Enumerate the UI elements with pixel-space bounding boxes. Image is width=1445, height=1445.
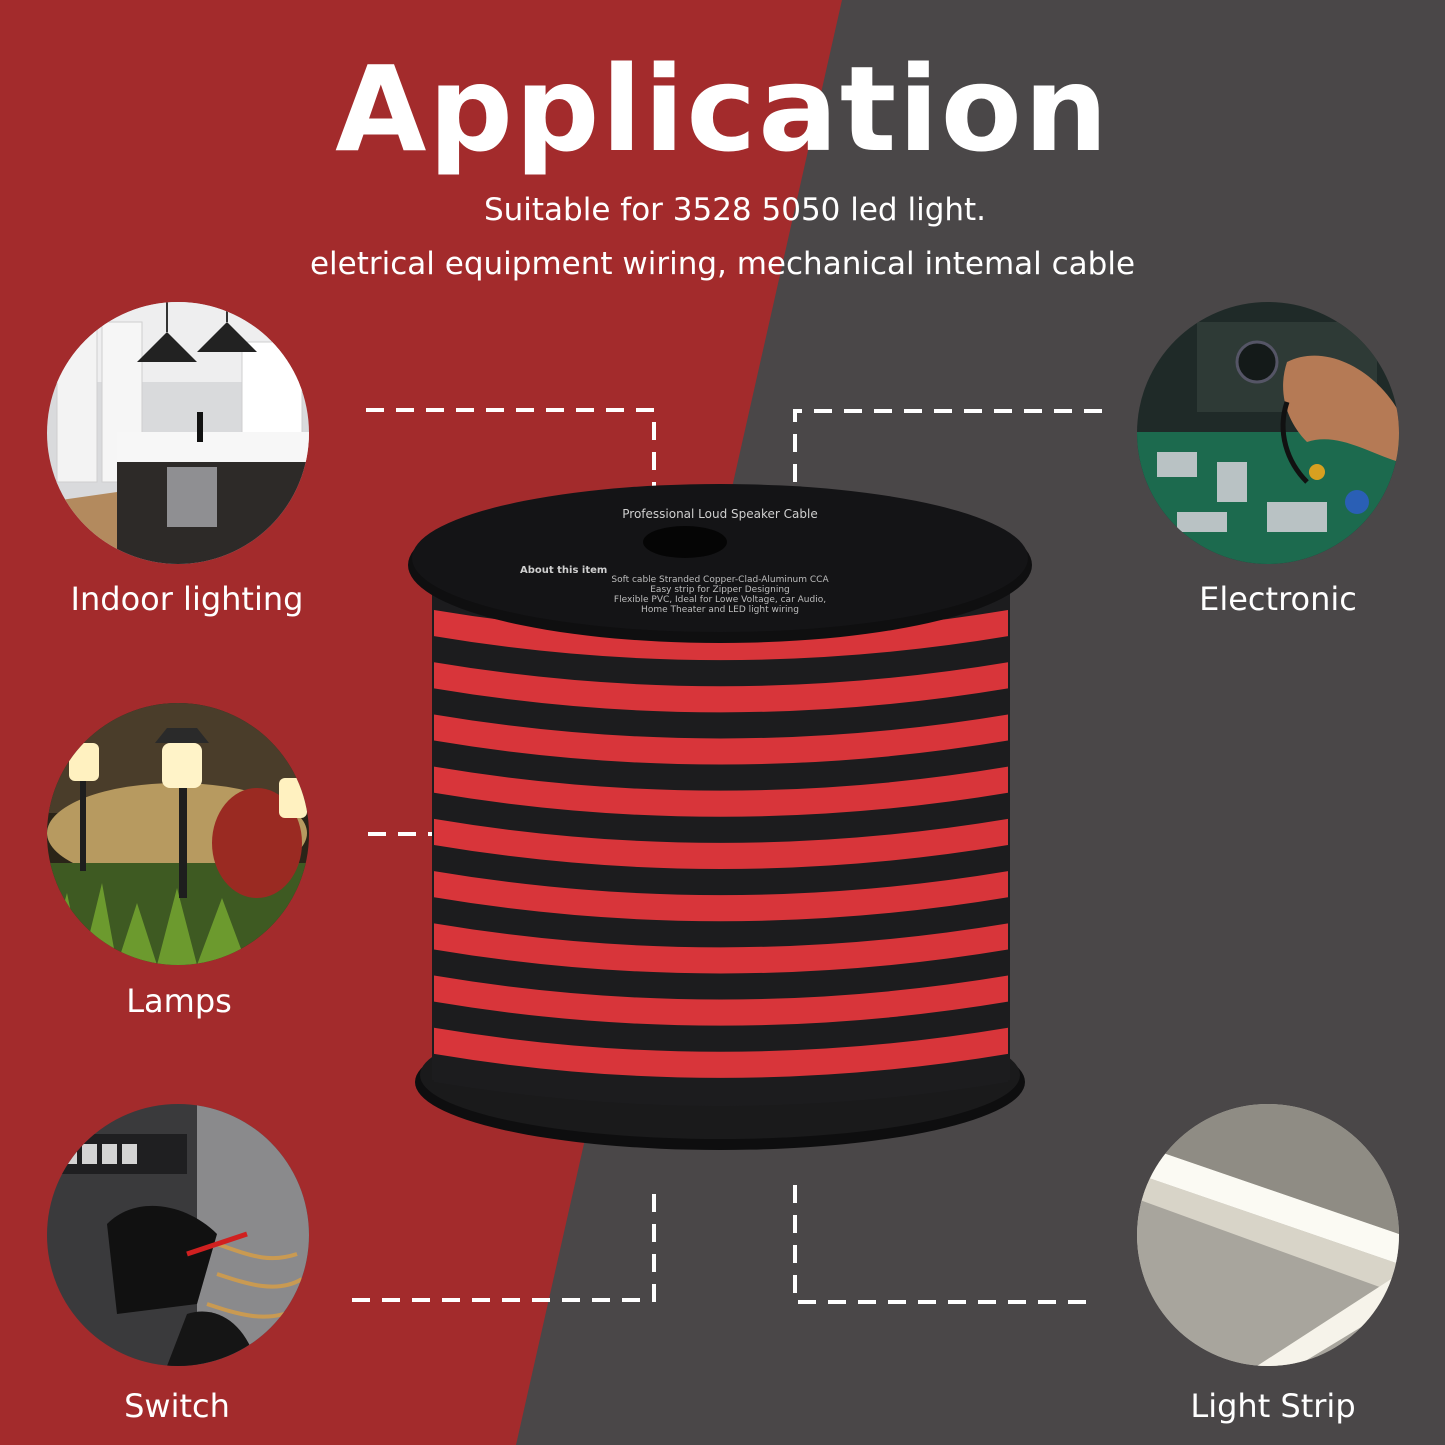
application-label-switch: Switch: [124, 1387, 230, 1425]
wire-coil: [434, 1053, 1008, 1106]
kitchen-photo-icon: [47, 302, 309, 564]
application-label-electronic: Electronic: [1199, 580, 1357, 618]
wire-coil: [434, 740, 1008, 793]
application-label-indoor-lighting: Indoor lighting: [70, 580, 304, 618]
application-label-lamps: Lamps: [126, 982, 232, 1020]
spool-brand-line: Professional Loud Speaker Cable: [622, 507, 817, 521]
wire-coil: [434, 818, 1008, 871]
wire-coil: [434, 1001, 1008, 1054]
spool-label-line-2: Easy strip for Zipper Designing: [650, 585, 790, 595]
spool-label-heading: About this item: [520, 565, 607, 576]
wire-coil: [434, 688, 1008, 741]
led-strip-photo-icon: [1137, 1104, 1399, 1366]
application-label-light-strip: Light Strip: [1190, 1387, 1356, 1425]
wire-coil: [434, 766, 1008, 819]
wire-coil: [434, 714, 1008, 767]
page-title: Application: [335, 40, 1110, 178]
circuit-board-photo-icon: [1137, 302, 1399, 564]
wire-coil: [434, 871, 1008, 924]
wire-coil: [434, 662, 1008, 715]
subtitle-line-2: eletrical equipment wiring, mechanical i…: [309, 246, 1136, 282]
wire-coil: [434, 949, 1008, 1002]
wire-coil: [434, 636, 1008, 689]
spool-label-line-3: Flexible PVC, Ideal for Lowe Voltage, ca…: [614, 595, 826, 605]
wire-coil: [434, 923, 1008, 976]
spool-label-line-1: Soft cable Stranded Copper-Clad-Aluminum…: [611, 575, 829, 585]
subtitle-line-1: Suitable for 3528 5050 led light.: [483, 192, 987, 228]
garden-lamp-photo-icon: [47, 703, 309, 965]
cable-spool-image: Professional Loud Speaker Cable About th…: [408, 484, 1032, 1150]
wire-coil: [434, 1027, 1008, 1080]
electrical-panel-photo-icon: [47, 1104, 309, 1366]
spool-label-line-4: Home Theater and LED light wiring: [641, 605, 799, 615]
wire-coil: [434, 975, 1008, 1028]
wire-coil: [434, 792, 1008, 845]
wire-coil: [434, 845, 1008, 898]
wire-coil: [434, 897, 1008, 950]
